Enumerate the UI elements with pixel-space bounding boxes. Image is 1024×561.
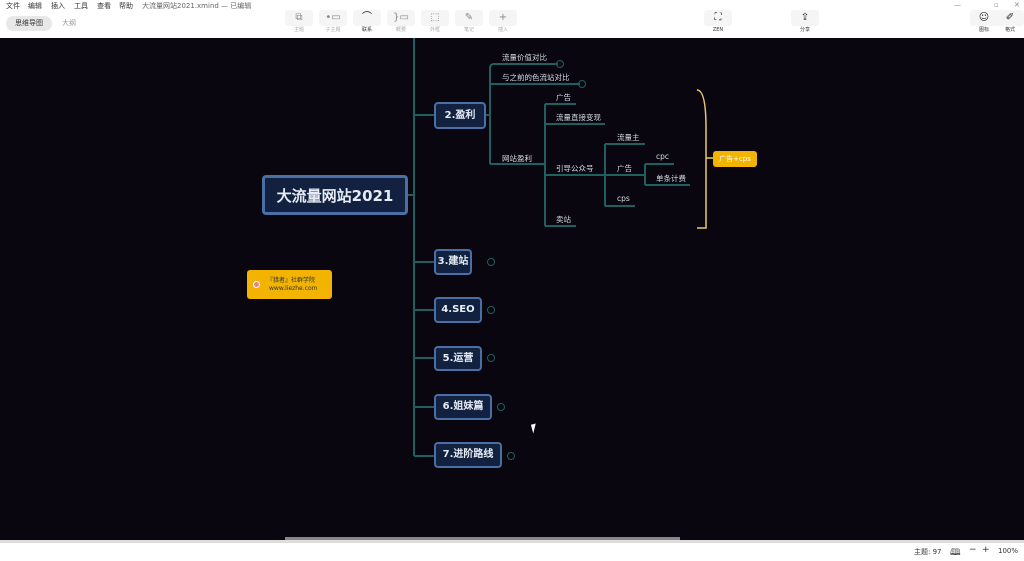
zen-button[interactable]: ⛶ZEN xyxy=(701,10,735,38)
summary-topic[interactable]: 广告+cps xyxy=(713,151,757,167)
topic-compare-site[interactable]: 与之前的色流站对比 xyxy=(502,73,570,82)
collapse-badge[interactable] xyxy=(507,452,515,460)
zoom-level: 100% xyxy=(998,547,1019,555)
zoom-out-button[interactable]: − xyxy=(969,545,977,555)
status-bar: 主题: 97 🕮 − + 100% xyxy=(0,540,1024,558)
horizontal-scrollbar[interactable] xyxy=(285,537,680,540)
topic-count: 主题: 97 xyxy=(914,548,942,556)
smiley-icon: ☺ xyxy=(970,10,998,26)
note-icon: ✎ xyxy=(455,10,483,26)
collapse-badge[interactable] xyxy=(497,403,505,411)
topic-per-post[interactable]: 单条计费 xyxy=(656,174,686,183)
note-button[interactable]: ✎笔记 xyxy=(452,10,486,38)
topic-ad[interactable]: 广告 xyxy=(617,164,632,173)
summary-icon: }▭ xyxy=(387,10,415,26)
fullscreen-icon: ⛶ xyxy=(704,10,732,26)
tab-outline[interactable]: 大纲 xyxy=(62,19,76,27)
book-icon[interactable]: 🕮 xyxy=(950,548,961,558)
menu-help[interactable]: 帮助 xyxy=(119,2,133,10)
branch-seo[interactable]: 4.SEO xyxy=(434,297,482,323)
link-icon xyxy=(253,281,260,288)
branch-operation[interactable]: 5.运营 xyxy=(434,346,482,371)
boundary-icon: ⬚ xyxy=(421,10,449,26)
plus-icon: + xyxy=(489,10,517,26)
branch-advanced[interactable]: 7.进阶路线 xyxy=(434,442,502,468)
document-title: 大流量网站2021.xmind — 已编辑 xyxy=(142,2,252,10)
relationship-button[interactable]: ⌒联系 xyxy=(350,10,384,38)
toolbar: 思维导图 大纲 ⧉主题 •▭子主题 ⌒联系 }▭概要 ⬚外框 ✎笔记 +插入 ⛶… xyxy=(0,10,1024,38)
subtopic-icon: •▭ xyxy=(319,10,347,26)
summary-brace xyxy=(696,89,713,229)
topic-button[interactable]: ⧉主题 xyxy=(282,10,316,38)
summary-button[interactable]: }▭概要 xyxy=(384,10,418,38)
topic-traffic-master[interactable]: 流量主 xyxy=(617,133,640,142)
insert-button[interactable]: +插入 xyxy=(486,10,520,38)
floating-topic[interactable]: 『猎者』社群学院 www.liezhe.com xyxy=(247,270,332,299)
topic-icon: ⧉ xyxy=(285,10,313,26)
menu-bar: 文件 编辑 插入 工具 查看 帮助 大流量网站2021.xmind — 已编辑 … xyxy=(0,0,1024,10)
share-button[interactable]: ⇪分享 xyxy=(788,10,822,38)
menu-file[interactable]: 文件 xyxy=(6,2,20,10)
topic-sell-site[interactable]: 卖站 xyxy=(556,215,571,224)
branch-sister[interactable]: 6.姐妹篇 xyxy=(434,394,492,420)
topic-cps[interactable]: cps xyxy=(617,194,630,203)
topic-cpc[interactable]: cpc xyxy=(656,152,670,161)
menu-tools[interactable]: 工具 xyxy=(74,2,88,10)
relationship-icon: ⌒ xyxy=(353,10,381,26)
menu-insert[interactable]: 插入 xyxy=(51,2,65,10)
icon-panel-button[interactable]: ☺图标 xyxy=(967,10,1001,38)
connector-lines xyxy=(408,38,713,457)
floating-line2: www.liezhe.com xyxy=(269,285,318,292)
topic-direct-monetize[interactable]: 流量直接变现 xyxy=(556,113,601,122)
share-icon: ⇪ xyxy=(791,10,819,26)
subtopic-button[interactable]: •▭子主题 xyxy=(316,10,350,38)
topic-site-profit[interactable]: 网站盈利 xyxy=(502,154,532,163)
menu-edit[interactable]: 编辑 xyxy=(28,2,42,10)
tab-mindmap[interactable]: 思维导图 xyxy=(6,16,52,31)
floating-line1: 『猎者』社群学院 xyxy=(267,277,316,284)
collapse-badge[interactable] xyxy=(556,60,564,68)
mindmap-canvas[interactable]: 大流量网站2021 2.盈利 3.建站 4.SEO 5.运营 6.姐妹篇 7.进… xyxy=(0,38,1024,540)
boundary-button[interactable]: ⬚外框 xyxy=(418,10,452,38)
collapse-badge[interactable] xyxy=(487,354,495,362)
branch-profit[interactable]: 2.盈利 xyxy=(434,102,486,129)
brush-icon: ✐ xyxy=(996,10,1024,26)
format-panel-button[interactable]: ✐格式 xyxy=(993,10,1024,38)
collapse-badge[interactable] xyxy=(487,306,495,314)
maximize-button[interactable]: ▫ xyxy=(994,1,999,9)
topic-traffic-value[interactable]: 流量价值对比 xyxy=(502,53,547,62)
zoom-in-button[interactable]: + xyxy=(982,545,990,555)
menu-view[interactable]: 查看 xyxy=(97,2,111,10)
central-topic[interactable]: 大流量网站2021 xyxy=(262,175,408,215)
topic-ads[interactable]: 广告 xyxy=(556,93,571,102)
branch-build-site[interactable]: 3.建站 xyxy=(434,249,472,275)
minimize-button[interactable]: — xyxy=(954,1,961,9)
collapse-badge[interactable] xyxy=(487,258,495,266)
collapse-badge[interactable] xyxy=(578,80,586,88)
topic-wechat-account[interactable]: 引导公众号 xyxy=(556,164,594,173)
close-button[interactable]: ✕ xyxy=(1014,1,1020,9)
